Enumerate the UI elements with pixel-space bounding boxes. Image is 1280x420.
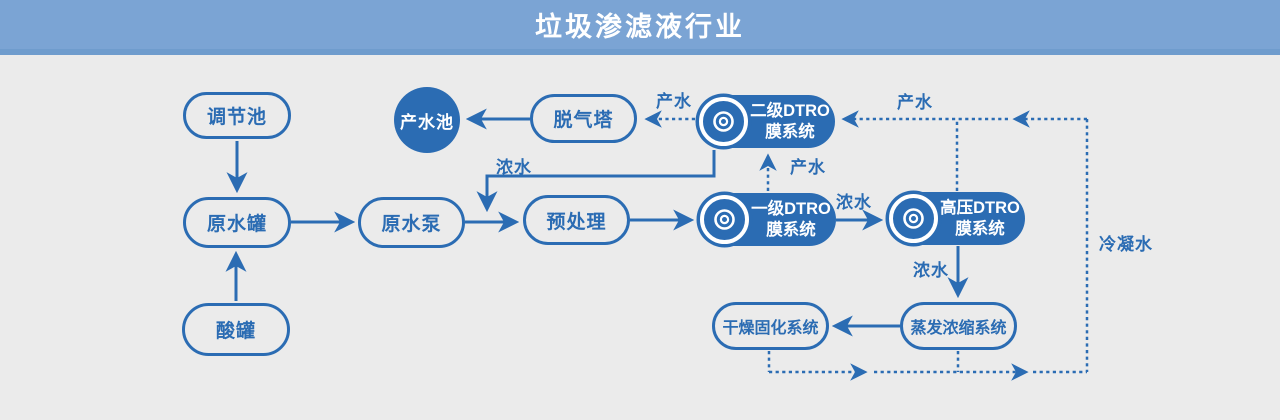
node-regulation-pool: 调节池	[183, 92, 291, 139]
page-header: 垃圾渗滤液行业	[0, 0, 1280, 55]
node-acid-tank: 酸罐	[182, 303, 290, 356]
node-label: 调节池	[206, 107, 267, 128]
edge-label-product-water-top-return: 产水	[897, 93, 933, 112]
edge-label-condensate-water: 冷凝水	[1099, 235, 1153, 254]
node-label: 预处理	[546, 211, 607, 233]
node-label: 高压DTRO 膜系统	[940, 199, 1020, 238]
edge-label-concentrate-return: 浓水	[496, 158, 532, 177]
node-primary-dtro-system: 一级DTRO 膜系统	[696, 191, 836, 248]
node-drying-solidification-system: 干燥固化系统	[712, 302, 829, 350]
node-label: 干燥固化系统	[722, 320, 819, 337]
node-high-pressure-dtro-system: 高压DTRO 膜系统	[885, 190, 1025, 247]
node-evaporation-concentration-system: 蒸发浓缩系统	[900, 302, 1017, 350]
node-label: 脱气塔	[553, 110, 614, 131]
edge-label-concentrate-to-evaporation: 浓水	[913, 261, 949, 280]
node-raw-water-tank: 原水罐	[183, 197, 291, 248]
membrane-disc-icon	[695, 93, 752, 150]
node-raw-water-pump: 原水泵	[358, 197, 465, 248]
node-label: 二级DTRO 膜系统	[750, 102, 830, 141]
node-product-water-pool: 产水池	[394, 87, 460, 153]
membrane-disc-icon	[885, 190, 942, 247]
node-label: 产水池	[400, 112, 454, 132]
node-label: 一级DTRO 膜系统	[751, 200, 831, 239]
node-label: 酸罐	[215, 321, 256, 342]
edge-secondary-dtro-concentrate-return	[476, 150, 716, 213]
node-label: 原水泵	[381, 214, 442, 235]
edge-label-concentrate-primary-to-highpressure: 浓水	[836, 193, 872, 212]
node-label: 蒸发浓缩系统	[910, 320, 1007, 337]
membrane-disc-icon	[696, 191, 753, 248]
node-label: 原水罐	[206, 214, 267, 235]
page-title: 垃圾渗滤液行业	[535, 12, 745, 42]
edge-label-product-water-to-degassing: 产水	[656, 92, 692, 111]
edge-label-product-water-primary-to-secondary: 产水	[790, 158, 826, 177]
node-degassing-tower: 脱气塔	[530, 94, 637, 143]
node-pretreatment: 预处理	[523, 195, 630, 245]
node-secondary-dtro-system: 二级DTRO 膜系统	[695, 93, 835, 150]
